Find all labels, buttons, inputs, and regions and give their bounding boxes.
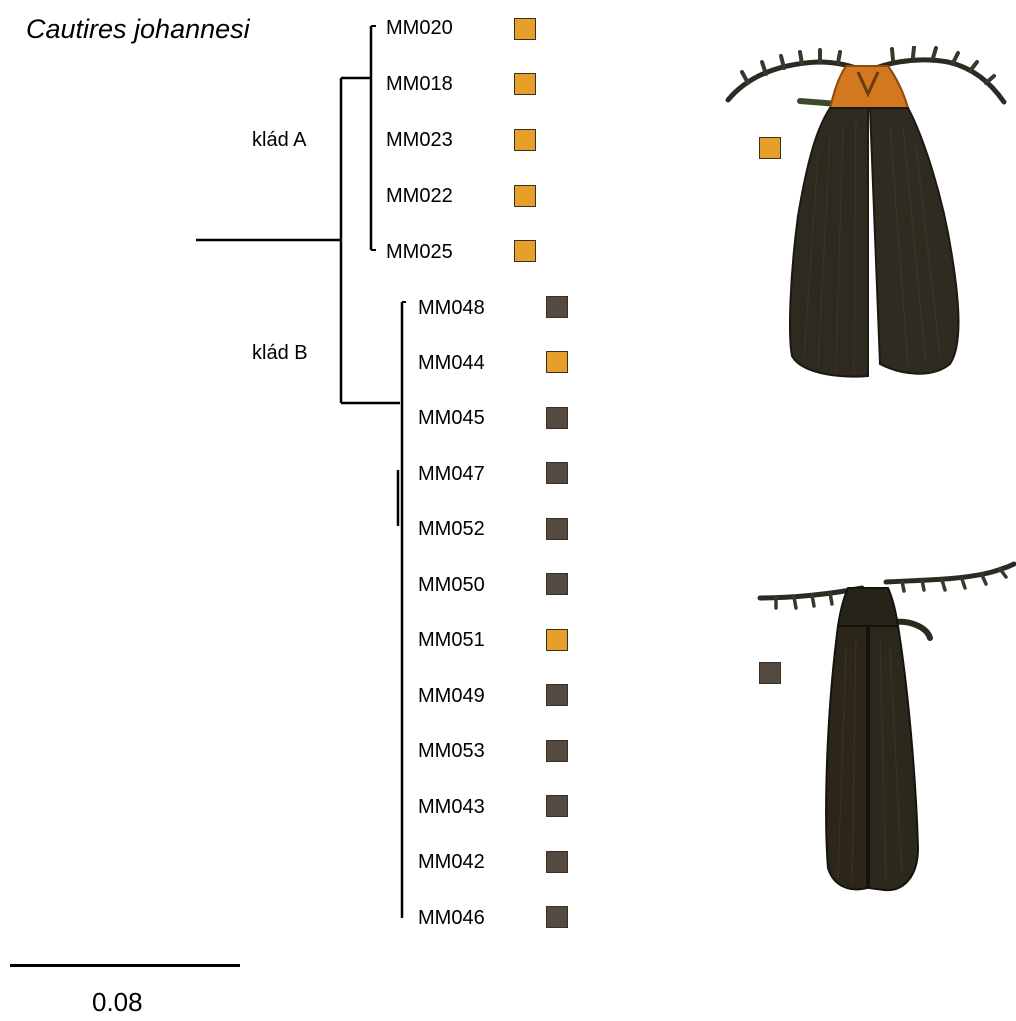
beetle-left-elytron (826, 626, 867, 889)
leaf-color-swatch (514, 240, 536, 262)
leaf-label: MM025 (386, 240, 453, 264)
dark-morph-beetle-image (752, 558, 1016, 894)
leaf-label: MM048 (418, 296, 485, 320)
scale-bar-label: 0.08 (92, 987, 143, 1017)
leaf-label: MM052 (418, 517, 485, 541)
leaf-label: MM042 (418, 850, 485, 874)
morph-legend-swatch (759, 137, 781, 159)
leaf-label: MM018 (386, 72, 453, 96)
leaf-label: MM050 (418, 573, 485, 597)
leaf-label: MM051 (418, 628, 485, 652)
beetle-pronotum (838, 588, 898, 626)
leaf-label: MM046 (418, 906, 485, 930)
clade-a-label: klád A (252, 128, 306, 152)
leaf-label: MM044 (418, 351, 485, 375)
beetle-right-elytron (869, 626, 918, 890)
leaf-color-swatch (546, 407, 568, 429)
leaf-color-swatch (546, 573, 568, 595)
beetle-pronotum (830, 66, 908, 108)
leaf-color-swatch (546, 740, 568, 762)
leaf-label: MM053 (418, 739, 485, 763)
leaf-color-swatch (546, 684, 568, 706)
leaf-label: MM022 (386, 184, 453, 208)
leaf-label: MM020 (386, 16, 453, 40)
leaf-label: MM043 (418, 795, 485, 819)
leaf-color-swatch (514, 18, 536, 40)
leaf-label: MM047 (418, 462, 485, 486)
leaf-color-swatch (514, 185, 536, 207)
clade-b-label: klád B (252, 341, 308, 365)
leaf-label: MM045 (418, 406, 485, 430)
leaf-label: MM049 (418, 684, 485, 708)
leaf-color-swatch (514, 129, 536, 151)
scale-bar (10, 964, 240, 967)
orange-morph-beetle-image (718, 46, 1014, 380)
leaf-color-swatch (546, 906, 568, 928)
leaf-label: MM023 (386, 128, 453, 152)
leaf-color-swatch (546, 518, 568, 540)
leaf-color-swatch (514, 73, 536, 95)
morph-legend-swatch (759, 662, 781, 684)
leaf-color-swatch (546, 351, 568, 373)
leaf-color-swatch (546, 795, 568, 817)
leaf-color-swatch (546, 629, 568, 651)
leaf-color-swatch (546, 462, 568, 484)
leaf-color-swatch (546, 851, 568, 873)
leaf-color-swatch (546, 296, 568, 318)
